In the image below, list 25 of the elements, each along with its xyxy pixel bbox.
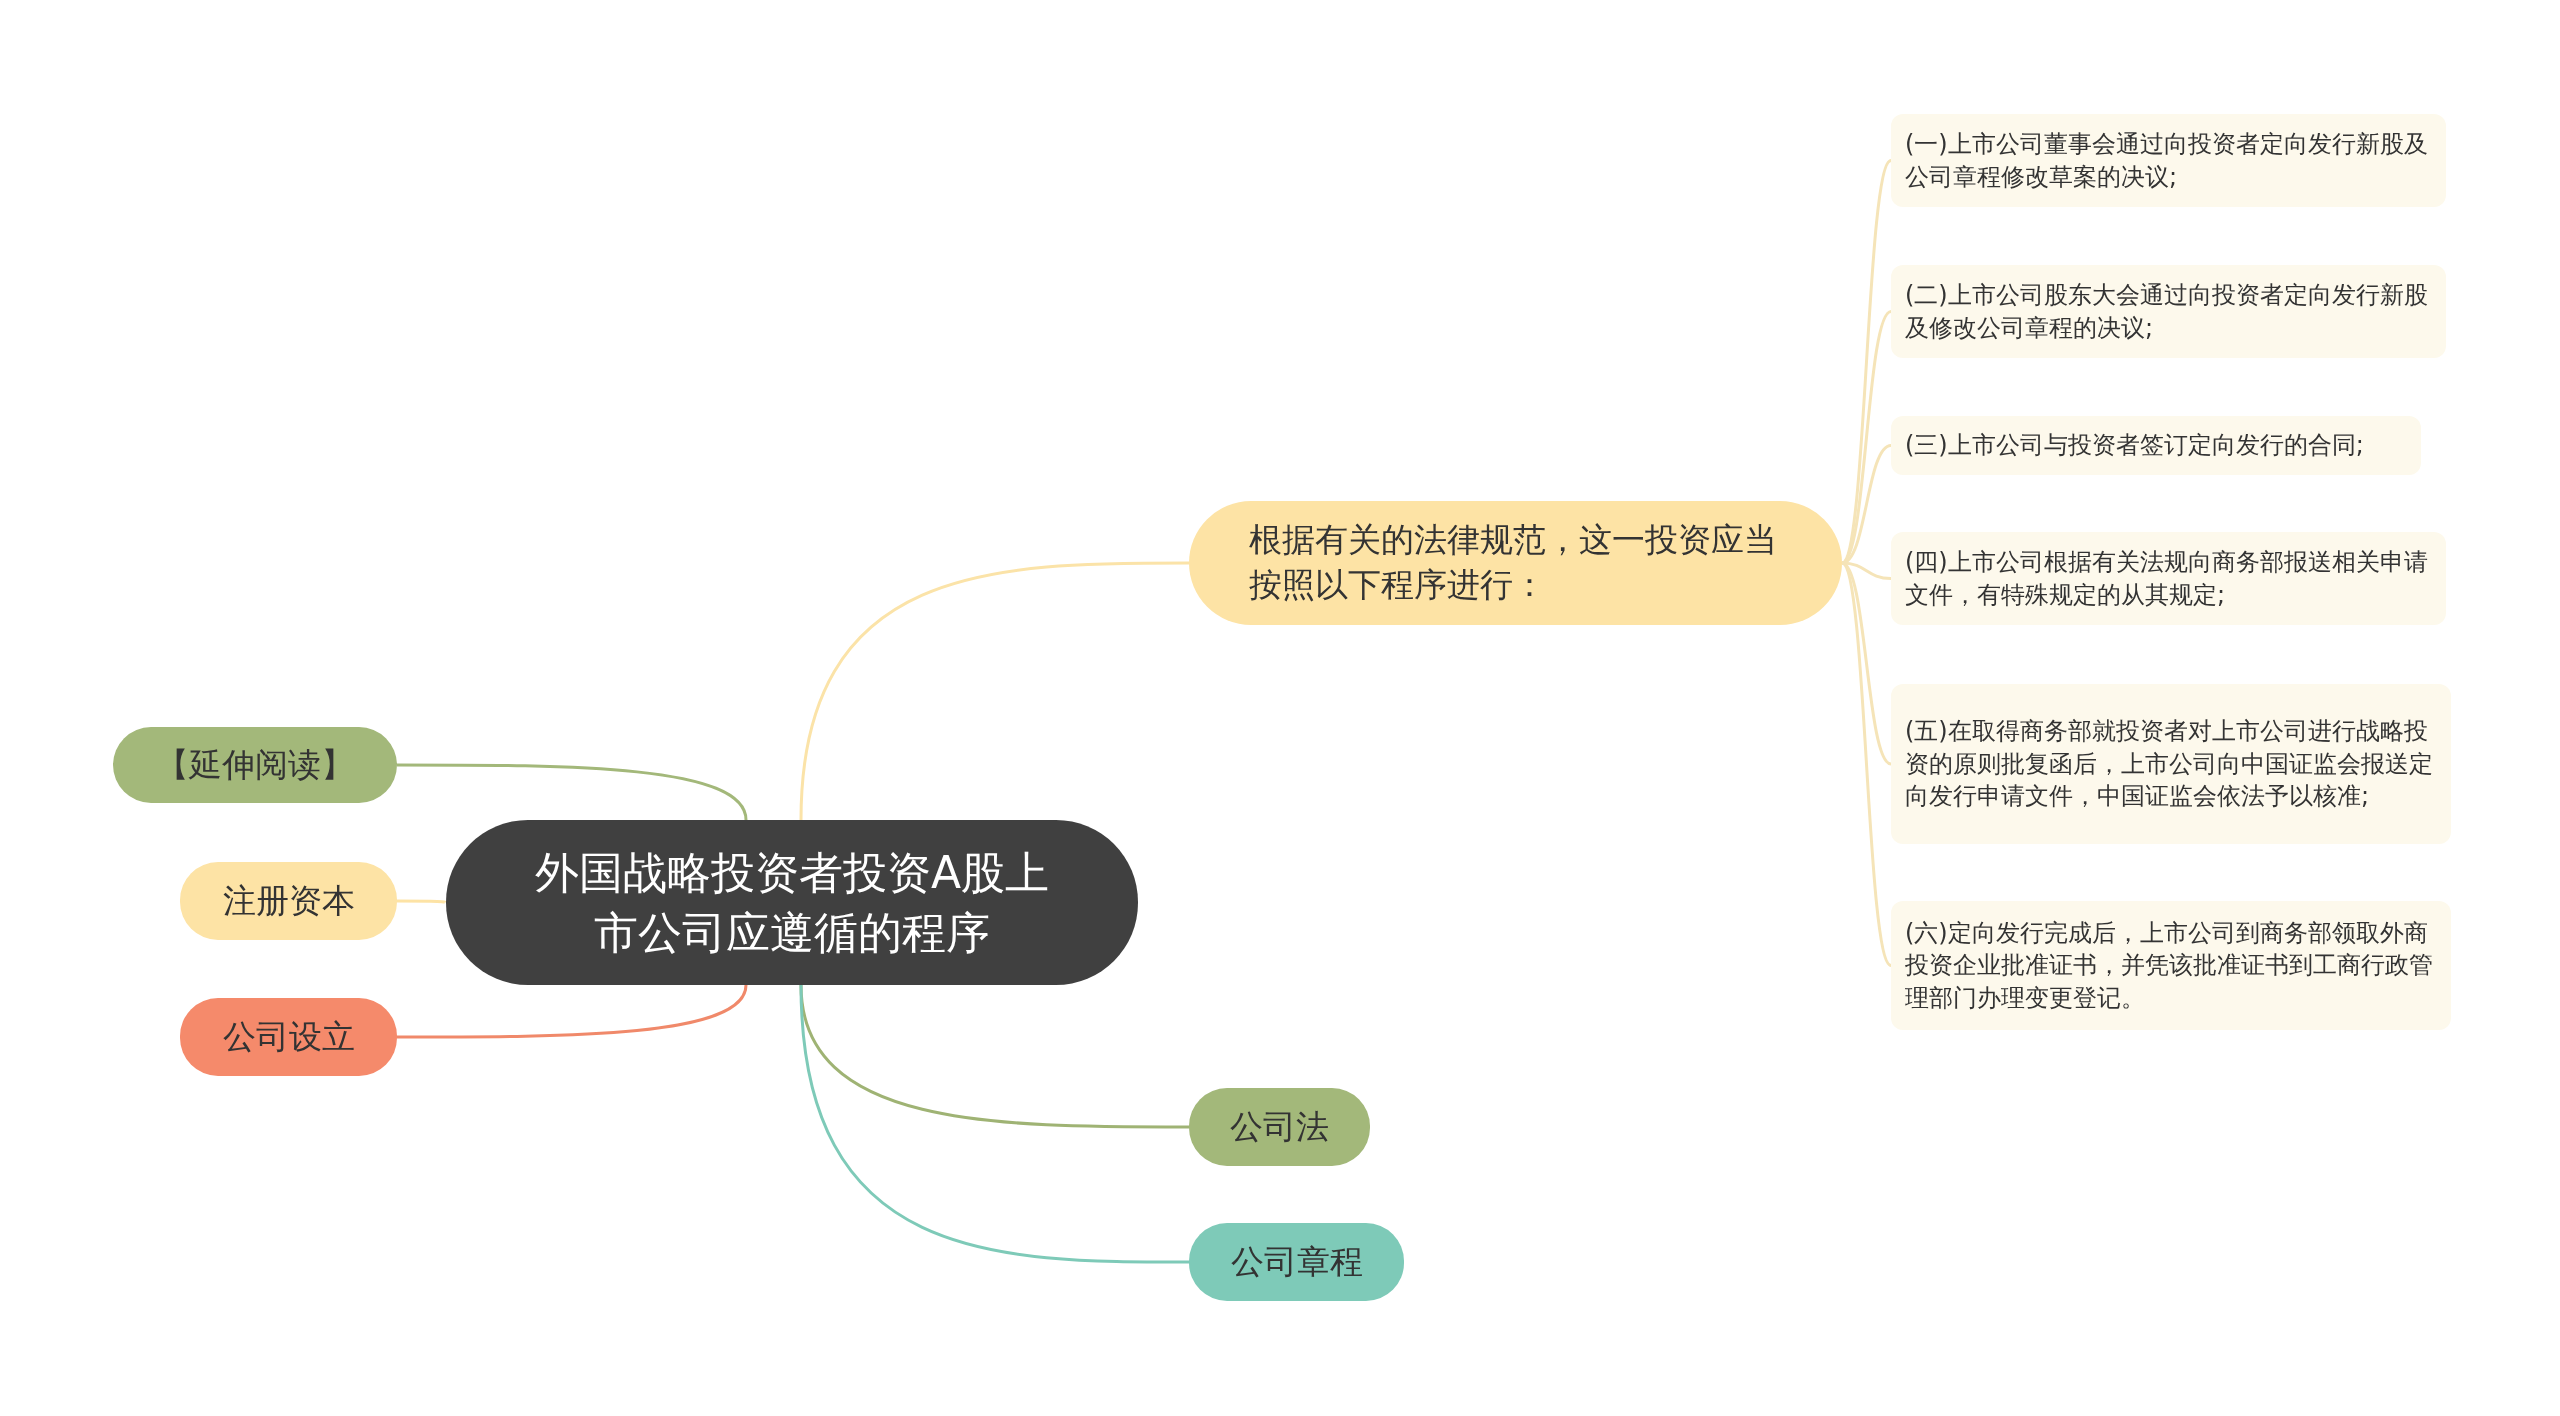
leaf-topic [1891,532,2446,625]
topic-text: 公司法 [1230,1105,1329,1148]
connector-line [799,984,1189,1264]
topic-text: (四)上市公司根据有关法规向商务部报送相关申请文件，有特殊规定的从其规定; [1905,547,2429,611]
topic-text: (二)上市公司股东大会通过向投资者定向发行新股及修改公司章程的决议; [1905,280,2429,344]
topic-text: 公司章程 [1230,1240,1363,1283]
topic-text: (三)上市公司与投资者签订定向发行的合同; [1905,430,2364,462]
connector-line [1840,562,1893,967]
connector-line [397,763,748,821]
connector-line [397,984,748,1039]
topic-text: (一)上市公司董事会通过向投资者定向发行新股及公司章程修改草案的决议; [1905,129,2429,193]
connector-line [799,561,1189,821]
leaf-topic [1891,684,2451,844]
topic-text: 外国战略投资者投资A股上市公司应遵循的程序 [533,846,1051,960]
topic-text: (五)在取得商务部就投资者对上市公司进行战略投资的原则批复函后，上市公司向中国证监会报送定向发行申请文件，中国证监会依法予以核准; [1905,716,2434,813]
topic-text: 【延伸阅读】 [156,743,354,786]
topic-text: 根据有关的法律规范，这一投资应当按照以下程序进行： [1249,519,1778,606]
topic-text: (六)定向发行完成后，上市公司到商务部领取外商投资企业批准证书，并凭该批准证书到工商行政管理部门办理变更登记。 [1905,917,2434,1014]
connector-line [397,899,447,904]
leaf-topic [1891,114,2446,207]
topic-text: 注册资本 [222,879,355,922]
topic-text: 公司设立 [222,1015,355,1058]
leaf-topic [1891,265,2446,358]
leaf-topic [1891,901,2451,1030]
leaf-topic [1891,416,2421,475]
